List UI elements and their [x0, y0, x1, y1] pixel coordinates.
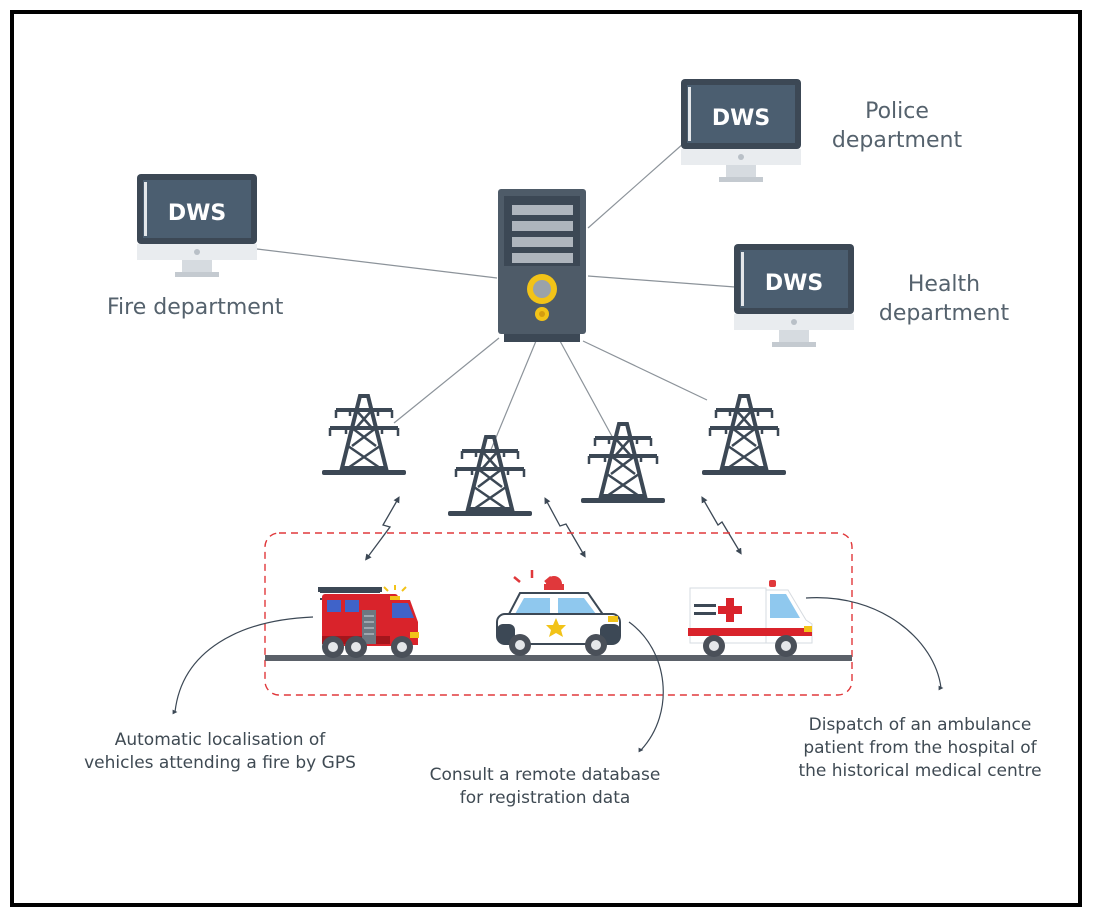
transmission-tower-2 [446, 435, 534, 518]
link-police-server [587, 142, 685, 229]
vehicle-zone-border [264, 532, 853, 696]
health-dept-label: Health department [864, 270, 1024, 328]
police-dept-monitor: DWS [681, 79, 801, 182]
health-dept-label-line1: Health [907, 272, 981, 297]
wireless-links [365, 496, 742, 561]
health-dept-label-line2: department [878, 301, 1010, 326]
fire-truck-icon [318, 585, 419, 658]
police-dept-label-line1: Police [865, 99, 929, 124]
police-car-caption-line2: for registration data [459, 788, 631, 808]
police-car-icon [496, 570, 621, 656]
police-dept-label: Police department [817, 97, 977, 155]
link-fire-server [256, 248, 498, 279]
pointer-ambulance [805, 597, 944, 691]
fire-truck-caption-line1: Automatic localisation of [114, 730, 326, 750]
fire-truck-caption: Automatic localisation of vehicles atten… [40, 729, 400, 775]
pointer-police-car [628, 621, 664, 753]
wireless-link-3 [701, 496, 742, 555]
pointer-fire-truck [172, 616, 314, 715]
ambulance-caption-line1: Dispatch of an ambulance [808, 715, 1032, 735]
ambulance-caption: Dispatch of an ambulance patient from th… [760, 714, 1080, 783]
wireless-link-2 [544, 497, 586, 558]
transmission-tower-3 [579, 422, 667, 505]
caption-pointers [172, 597, 944, 753]
road [265, 655, 852, 661]
monitor-label-police: DWS [712, 106, 770, 131]
link-server-tower1 [393, 337, 500, 424]
link-server-tower2 [489, 340, 537, 453]
fire-dept-label: Fire department [107, 295, 284, 320]
ambulance-icon [688, 580, 813, 657]
link-health-server [587, 275, 736, 288]
link-server-tower4 [582, 340, 708, 401]
server-icon [498, 189, 586, 342]
police-car-caption-line1: Consult a remote database [429, 765, 661, 785]
transmission-tower-1 [320, 394, 408, 477]
monitor-label-fire: DWS [168, 201, 226, 226]
health-dept-monitor: DWS [734, 244, 854, 347]
monitor-label-health: DWS [765, 271, 823, 296]
transmission-tower-4 [700, 394, 788, 477]
connection-lines [256, 142, 736, 453]
police-car-caption: Consult a remote database for registrati… [385, 764, 705, 810]
ambulance-caption-line3: the historical medical centre [798, 761, 1042, 781]
fire-truck-caption-line2: vehicles attending a fire by GPS [84, 753, 356, 773]
link-server-tower3 [559, 340, 615, 441]
fire-dept-monitor: DWS [137, 174, 257, 277]
ambulance-caption-line2: patient from the hospital of [803, 738, 1037, 758]
figure-frame [10, 10, 1082, 907]
wireless-link-1 [365, 496, 400, 561]
police-dept-label-line2: department [831, 128, 963, 153]
